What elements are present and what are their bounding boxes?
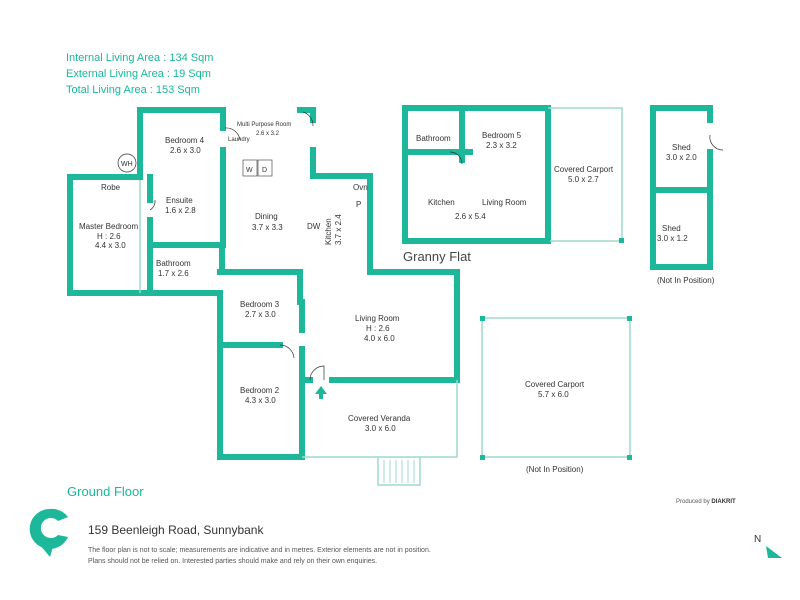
shed-not-in-position: (Not In Position) bbox=[657, 276, 715, 285]
gf-bathroom-name: Bathroom bbox=[416, 134, 451, 143]
produced-by-text: Produced by bbox=[676, 499, 710, 505]
gf-carport-size: 5.0 x 2.7 bbox=[568, 175, 599, 184]
shed1-size: 3.0 x 2.0 bbox=[666, 153, 697, 162]
bedroom5-size: 2.3 x 3.2 bbox=[486, 141, 517, 150]
bathroom-size: 1.7 x 2.6 bbox=[158, 269, 189, 278]
producer-name: DIAKRIT bbox=[711, 499, 736, 505]
laundry-label: Laundry bbox=[228, 137, 250, 143]
carport-name: Covered Carport bbox=[525, 380, 585, 389]
ovn-label: Ovn bbox=[353, 183, 368, 192]
bedroom4-size: 2.6 x 3.0 bbox=[170, 146, 201, 155]
stairs bbox=[383, 460, 415, 483]
gf-living-name: Living Room bbox=[482, 198, 527, 207]
bedroom3-name: Bedroom 3 bbox=[240, 300, 280, 309]
wh-circle bbox=[117, 153, 137, 173]
bathroom-name: Bathroom bbox=[156, 259, 191, 268]
master-size: 4.4 x 3.0 bbox=[95, 241, 126, 250]
veranda-name: Covered Veranda bbox=[348, 414, 411, 423]
shed1-name: Shed bbox=[672, 143, 691, 152]
multi-name: Multi Purpose Room bbox=[237, 122, 291, 128]
bedroom4-name: Bedroom 4 bbox=[165, 136, 205, 145]
gf-carport-name: Covered Carport bbox=[554, 165, 614, 174]
dw-label: DW bbox=[307, 222, 321, 231]
address: 159 Beenleigh Road, Sunnybank bbox=[88, 523, 264, 537]
door-swings bbox=[149, 111, 724, 381]
kitchen-name: Kitchen bbox=[324, 218, 333, 245]
bedroom2-size: 4.3 x 3.0 bbox=[245, 396, 276, 405]
internal-area: Internal Living Area : 134 Sqm bbox=[66, 52, 214, 64]
external-area: External Living Area : 19 Sqm bbox=[66, 68, 211, 80]
disclaimer-line-1: The floor plan is not to scale; measurem… bbox=[88, 547, 431, 554]
robe-label: Robe bbox=[101, 183, 121, 192]
master-name: Master Bedroom bbox=[79, 222, 138, 231]
corner-posts bbox=[480, 238, 632, 460]
pantry-label: P bbox=[356, 200, 361, 209]
granny-flat-label: Granny Flat bbox=[403, 249, 471, 264]
agency-logo-icon bbox=[29, 508, 68, 557]
ensuite-size: 1.6 x 2.8 bbox=[165, 206, 196, 215]
gf-kitchen-name: Kitchen bbox=[428, 198, 455, 207]
washer-label: W bbox=[246, 167, 253, 174]
ensuite-name: Ensuite bbox=[166, 196, 193, 205]
bedroom5-name: Bedroom 5 bbox=[482, 131, 522, 140]
disclaimer-line-2: Plans should not be relied on. Intereste… bbox=[88, 558, 378, 565]
entry-arrow-icon bbox=[315, 386, 327, 399]
shed2-name: Shed bbox=[662, 224, 681, 233]
north-label: N bbox=[754, 534, 761, 545]
shed2-size: 3.0 x 1.2 bbox=[657, 234, 688, 243]
north-arrow-icon: N bbox=[754, 534, 782, 558]
produced-by: Produced by DIAKRIT bbox=[676, 499, 736, 505]
dining-name: Dining bbox=[255, 212, 278, 221]
kitchen-size: 3.7 x 2.4 bbox=[334, 214, 343, 245]
living-size: 4.0 x 6.0 bbox=[364, 334, 395, 343]
living-name: Living Room bbox=[355, 314, 400, 323]
wh-label: WH bbox=[121, 161, 133, 168]
walls bbox=[67, 105, 713, 460]
disclaimer: The floor plan is not to scale; measurem… bbox=[88, 545, 508, 567]
total-area: Total Living Area : 153 Sqm bbox=[66, 84, 200, 96]
gf-living-size: 2.6 x 5.4 bbox=[455, 212, 486, 221]
carport-size: 5.7 x 6.0 bbox=[538, 390, 569, 399]
living-height: H : 2.6 bbox=[366, 324, 390, 333]
dryer-label: D bbox=[262, 167, 267, 174]
carport-not-in-position: (Not In Position) bbox=[526, 465, 584, 474]
veranda-size: 3.0 x 6.0 bbox=[365, 424, 396, 433]
master-height: H : 2.6 bbox=[97, 232, 121, 241]
floor-label: Ground Floor bbox=[67, 484, 144, 499]
dining-size: 3.7 x 3.3 bbox=[252, 223, 283, 232]
bedroom2-name: Bedroom 2 bbox=[240, 386, 280, 395]
bedroom3-size: 2.7 x 3.0 bbox=[245, 310, 276, 319]
multi-size: 2.6 x 3.2 bbox=[256, 131, 280, 137]
